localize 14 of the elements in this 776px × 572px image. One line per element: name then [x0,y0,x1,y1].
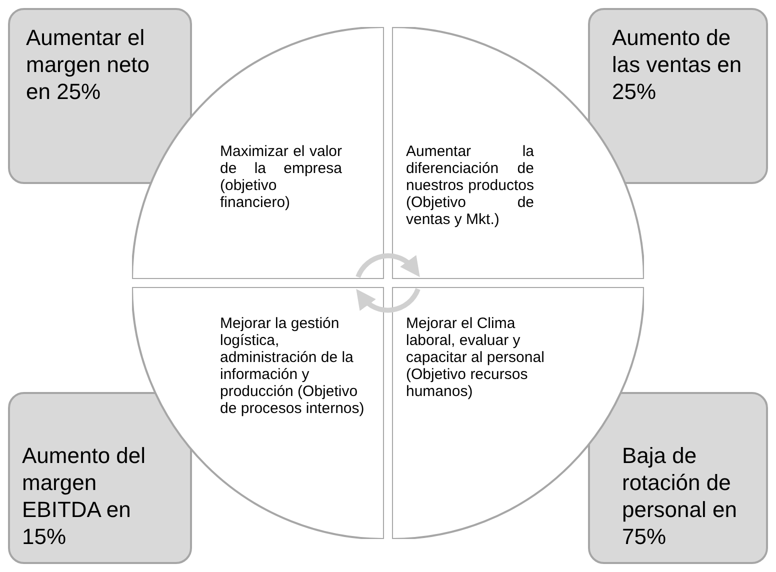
goal-box [588,392,768,564]
cycle-arrow [356,288,420,313]
goal-text: Aumento del margen EBITDA en 15% [22,442,147,550]
goal-box [8,8,192,184]
objective-text: Maximizar el valor de la empresa (objetivo financiero) [220,143,342,211]
cycle-arrow [356,253,420,278]
objective-text: Mejorar el Clima laboral, evaluar y capacitar al personal (Objetivo recursos humanos) [406,315,546,400]
goal-text: Aumento de las ventas en 25% [612,24,743,105]
goal-box [8,392,192,564]
objective-text: Mejorar la gestión logística, administración de la información y producción (Objetivo de procesos internos) [220,315,366,417]
goal-text: Aumentar el margen neto en 25% [26,24,151,105]
goal-text: Baja de rotación de personal en 75% [622,442,738,550]
goal-box [588,8,768,184]
objective-text: Aumentar la diferenciación de nuestros productos (Objetivo de ventas y Mkt.) [406,143,534,228]
